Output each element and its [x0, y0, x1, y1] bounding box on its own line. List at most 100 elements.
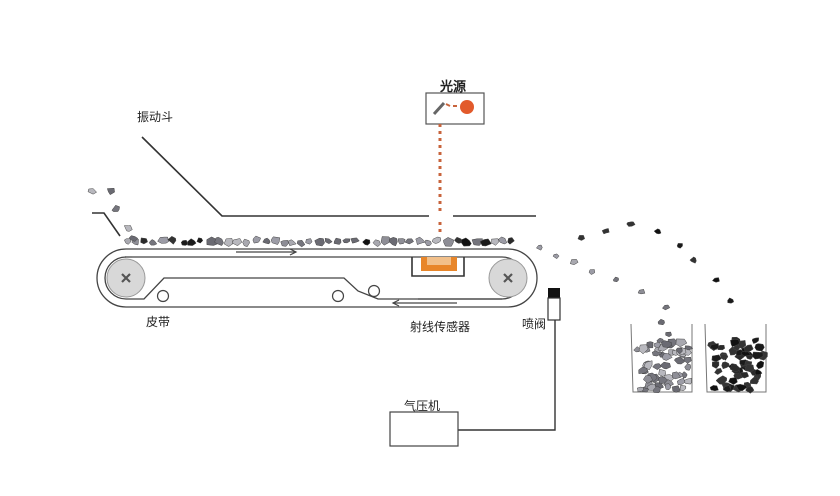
- ore-piece: [431, 236, 441, 244]
- ore-piece: [653, 228, 662, 235]
- arrow-right-icon: [236, 248, 298, 256]
- ore-piece: [679, 384, 687, 392]
- ore-piece: [633, 346, 641, 353]
- ore-piece: [491, 238, 500, 246]
- ore-piece: [751, 337, 759, 344]
- ore-piece: [638, 344, 649, 355]
- ore-piece: [372, 239, 381, 248]
- ore-piece: [305, 238, 313, 245]
- ore-piece: [684, 363, 691, 371]
- ore-piece: [167, 236, 177, 245]
- ore-piece: [242, 238, 250, 247]
- ore-piece: [601, 228, 610, 235]
- vibrating-hopper-label: 振动斗: [137, 110, 174, 124]
- beam-gap: [429, 211, 453, 221]
- ore-piece: [744, 364, 755, 373]
- ore-piece: [262, 237, 271, 245]
- ore-piece: [722, 385, 732, 392]
- ore-piece: [454, 236, 463, 244]
- drive-roller-left: [106, 258, 146, 298]
- ore-piece: [180, 240, 189, 246]
- ore-piece: [636, 386, 644, 393]
- ore-piece: [711, 277, 720, 283]
- drive-roller-right: [488, 258, 528, 298]
- ore-piece: [498, 236, 508, 245]
- ore-pieces: [87, 188, 768, 394]
- ore-piece: [715, 375, 727, 385]
- ore-piece: [425, 239, 432, 247]
- ore-piece: [714, 368, 723, 375]
- ore-piece: [728, 377, 738, 385]
- ore-piece: [709, 385, 719, 392]
- ore-piece: [471, 238, 483, 246]
- ore-piece: [652, 363, 662, 371]
- ore-piece: [106, 188, 115, 196]
- ore-piece: [658, 376, 668, 385]
- idler-rollers: [156, 284, 381, 303]
- ore-piece: [87, 188, 97, 195]
- ore-piece: [673, 356, 685, 365]
- ore-piece: [626, 221, 636, 227]
- ore-piece: [749, 376, 759, 385]
- ore-piece: [752, 351, 764, 360]
- ore-piece: [536, 244, 543, 251]
- ore-piece: [689, 256, 697, 264]
- ore-piece: [660, 340, 672, 348]
- ore-piece: [646, 383, 657, 391]
- ore-piece: [676, 243, 683, 249]
- ore-piece: [684, 345, 694, 351]
- ore-piece: [657, 318, 665, 326]
- ore-piece: [350, 237, 360, 244]
- ore-piece: [662, 304, 671, 311]
- ore-piece: [659, 361, 671, 370]
- ore-piece: [231, 238, 243, 246]
- air-compressor-box: [389, 411, 459, 447]
- emitter-icon: [432, 100, 474, 116]
- jet-valve: [458, 288, 561, 431]
- ore-piece: [711, 361, 720, 369]
- ore-piece: [588, 269, 595, 275]
- ore-piece: [187, 238, 197, 246]
- ore-piece: [196, 237, 204, 244]
- ore-piece: [675, 347, 683, 355]
- ore-piece: [671, 371, 682, 380]
- ore-piece: [735, 384, 748, 392]
- ore-piece: [658, 368, 666, 377]
- ore-piece: [745, 354, 753, 360]
- ore-piece: [743, 344, 754, 353]
- ore-piece: [342, 238, 351, 244]
- ore-piece: [612, 276, 619, 283]
- ore-piece: [397, 238, 406, 245]
- ore-piece: [732, 344, 741, 352]
- ore-piece: [280, 240, 289, 247]
- ore-piece: [314, 237, 325, 247]
- ore-piece: [287, 239, 297, 247]
- ore-piece: [415, 236, 426, 245]
- ore-piece: [123, 225, 133, 232]
- ore-piece: [157, 236, 169, 244]
- ore-piece: [676, 377, 686, 386]
- ore-piece: [128, 235, 139, 242]
- ore-piece: [754, 343, 765, 352]
- ore-piece: [727, 297, 735, 304]
- ore-piece: [404, 238, 414, 245]
- light-source: [425, 92, 485, 125]
- ore-piece: [223, 238, 234, 247]
- ore-piece: [656, 337, 665, 343]
- bin-light-ore: [630, 323, 693, 393]
- ray-sensor-label: 射线传感器: [410, 320, 471, 334]
- ore-piece: [719, 354, 729, 361]
- ore-piece: [461, 237, 472, 247]
- arrow-left-icon: [391, 299, 457, 307]
- ore-piece: [140, 237, 148, 245]
- ore-piece: [479, 238, 492, 247]
- ore-piece: [123, 238, 131, 245]
- ore-piece: [672, 385, 681, 393]
- ore-piece: [665, 383, 672, 390]
- jet-valve-label: 喷阀: [522, 317, 547, 331]
- ore-piece: [756, 360, 765, 370]
- ore-piece: [111, 205, 120, 212]
- ore-piece: [642, 375, 653, 384]
- ore-piece: [443, 237, 454, 247]
- ore-piece: [214, 236, 224, 246]
